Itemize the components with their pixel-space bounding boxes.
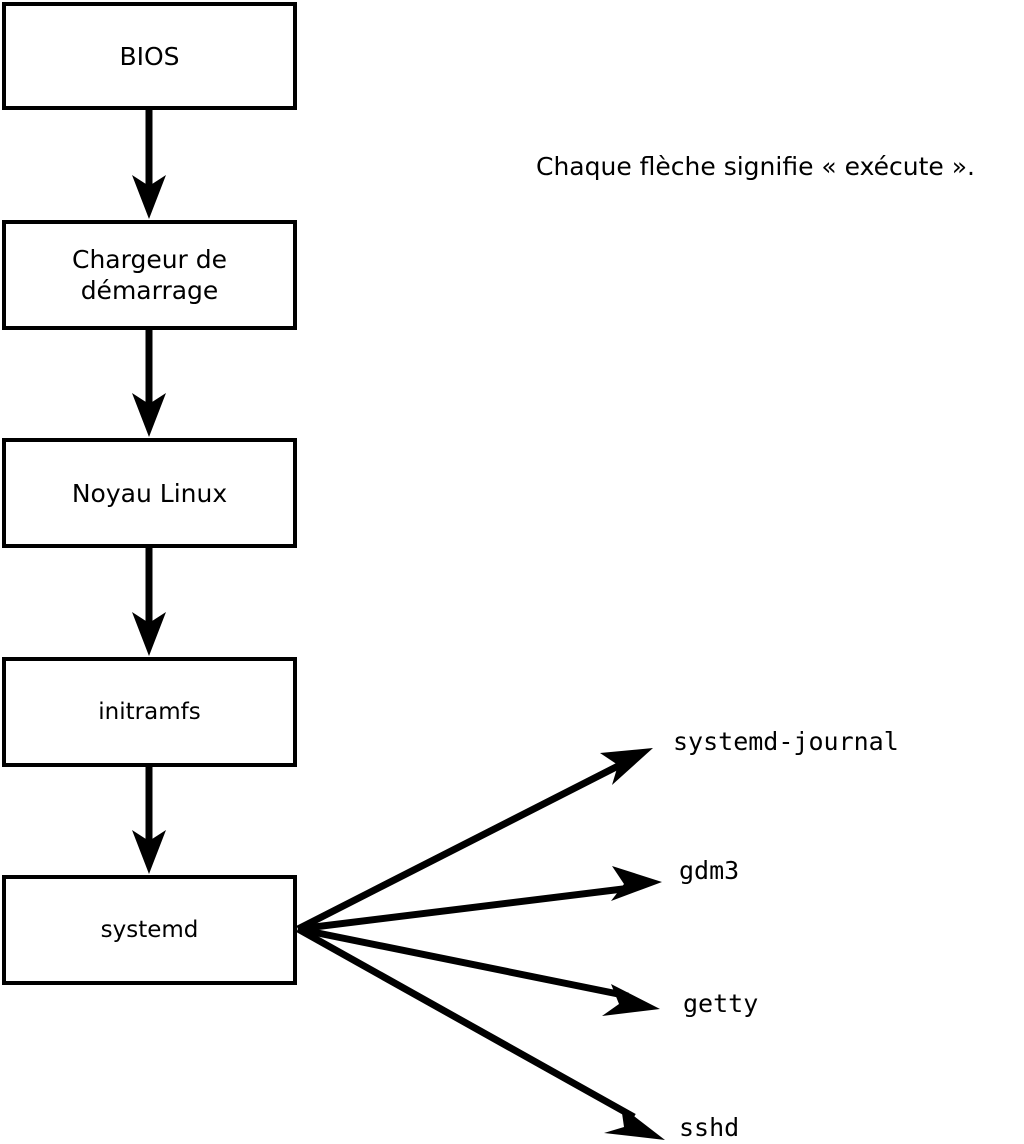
chain-arrow-initramfs-to-systemd [132,767,166,874]
branch-label-sshd[interactable]: sshd [679,1113,740,1142]
node-systemd-label: systemd [100,916,199,943]
node-bootloader-label: Chargeur de démarrage [71,245,228,305]
node-systemd[interactable]: systemd [2,875,297,985]
branch-label-systemd-journal[interactable]: systemd-journal [673,727,899,756]
node-initramfs-label: initramfs [98,698,201,725]
branch-arrow-getty [297,925,660,1016]
branch-label-gdm3[interactable]: gdm3 [679,856,740,885]
node-initramfs[interactable]: initramfs [2,657,297,767]
node-kernel[interactable]: Noyau Linux [2,438,297,548]
branch-label-getty[interactable]: getty [683,989,759,1018]
branch-arrow-systemd-journal [296,748,653,933]
node-bios-label: BIOS [119,41,180,71]
node-bootloader[interactable]: Chargeur de démarrage [2,220,297,330]
chain-arrow-kernel-to-initramfs [132,548,166,656]
arrow-meaning-note: Chaque flèche signifie « exécute ». [536,152,975,181]
chain-arrow-bios-to-bootloader [132,110,166,219]
node-bios[interactable]: BIOS [2,2,297,110]
branch-arrow-sshd [296,925,665,1140]
branch-arrow-gdm3 [297,866,662,933]
node-kernel-label: Noyau Linux [71,478,228,508]
chain-arrow-bootloader-to-kernel [132,330,166,437]
